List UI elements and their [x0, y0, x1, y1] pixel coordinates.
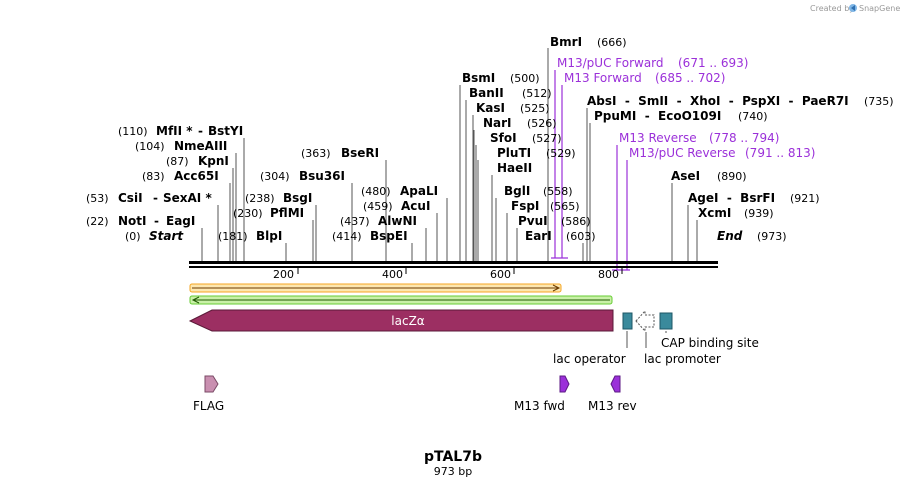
- primer-label-m13-puc-reverse[interactable]: M13/pUC Reverse (791 .. 813): [629, 146, 815, 160]
- site-label-absi-group[interactable]: AbsI - SmII - XhoI - PspXI - PaeR7I (735…: [587, 90, 894, 109]
- site-label-bsmi[interactable]: BsmI (500): [462, 67, 540, 86]
- site-label-acui[interactable]: (459) AcuI: [363, 195, 430, 214]
- lac-operator-feature[interactable]: [622, 312, 633, 330]
- lacz-label: lacZα: [391, 314, 425, 328]
- plasmid-title: pTAL7b: [424, 449, 482, 465]
- site-label-pluti[interactable]: PluTI (529): [497, 142, 576, 161]
- cap-binding-site-label: CAP binding site: [661, 336, 759, 350]
- site-label-sfoi[interactable]: SfoI (527): [490, 127, 562, 146]
- orf-reverse-green[interactable]: [189, 295, 613, 305]
- site-label-alwni[interactable]: (437) AlwNI: [340, 210, 417, 229]
- site-label-pflmi[interactable]: (230) PflMI: [233, 202, 304, 221]
- site-label-bseri[interactable]: (363) BseRI: [301, 142, 379, 161]
- lac-promoter-feature[interactable]: [635, 309, 655, 333]
- site-label-csii-sexai[interactable]: (53) CsiI - SexAI *: [86, 187, 212, 206]
- cut-site-lines: [201, 48, 698, 262]
- site-label-noti-eagi[interactable]: (22) NotI - EagI: [86, 210, 195, 229]
- site-label-end: End (973): [717, 225, 787, 244]
- site-label-bsu36i[interactable]: (304) Bsu36I: [260, 165, 345, 184]
- primer-label-m13-forward[interactable]: M13 Forward (685 .. 702): [564, 71, 725, 85]
- primer-binding-lines: [551, 70, 630, 271]
- scale-label-200: 200: [273, 268, 294, 281]
- site-label-bgli[interactable]: BglI (558): [504, 180, 573, 199]
- site-label-blpi[interactable]: (181) BlpI: [218, 225, 282, 244]
- m13-fwd-feature[interactable]: [559, 375, 570, 393]
- site-label-xcmi[interactable]: XcmI (939): [698, 202, 774, 221]
- lac-promoter-label: lac promoter: [644, 352, 721, 366]
- site-label-fspi[interactable]: FspI (565): [511, 195, 580, 214]
- site-label-nari[interactable]: NarI (526): [483, 112, 557, 131]
- site-label-ppumi-group[interactable]: PpuMI - EcoO109I (740): [594, 105, 768, 124]
- site-label-banii[interactable]: BanII (512): [469, 82, 552, 101]
- m13-fwd-label: M13 fwd: [514, 399, 565, 413]
- scale-ticks: [297, 268, 623, 274]
- brand-text: SnapGene: [859, 4, 900, 13]
- lacz-alpha-feature[interactable]: lacZα: [188, 309, 614, 332]
- site-label-eari[interactable]: EarI (603): [525, 225, 596, 244]
- site-label-kasi[interactable]: KasI (525): [476, 97, 550, 116]
- scale-label-800: 800: [598, 268, 619, 281]
- site-label-mfli-bstyi[interactable]: (110) MfII * - BstYI: [118, 120, 243, 139]
- site-label-nmeaiii[interactable]: (104) NmeAIII: [135, 135, 227, 154]
- site-label-acc65i[interactable]: (83) Acc65I: [142, 165, 219, 184]
- site-label-bmri[interactable]: BmrI (666): [550, 31, 627, 50]
- site-label-start: (0) Start: [125, 225, 184, 244]
- primer-label-m13-puc-forward[interactable]: M13/pUC Forward (671 .. 693): [557, 56, 748, 70]
- scale-label-400: 400: [382, 268, 403, 281]
- lac-operator-label: lac operator: [553, 352, 626, 366]
- flag-feature[interactable]: [204, 375, 219, 393]
- snapgene-logo-icon: [849, 4, 857, 12]
- site-label-agei-bsrfi[interactable]: AgeI - BsrFI (921): [688, 187, 820, 206]
- orf-forward-orange[interactable]: [189, 283, 562, 293]
- scale-label-600: 600: [490, 268, 511, 281]
- m13-rev-label: M13 rev: [588, 399, 637, 413]
- primer-label-m13-reverse[interactable]: M13 Reverse (778 .. 794): [619, 131, 779, 145]
- site-label-bsgi[interactable]: (238) BsgI: [245, 187, 312, 206]
- credit-text: Created by: [810, 4, 854, 13]
- sequence-backbone: [189, 261, 718, 268]
- site-label-apali[interactable]: (480) ApaLI: [361, 180, 438, 199]
- site-label-bspei[interactable]: (414) BspEI: [332, 225, 408, 244]
- site-label-kpni[interactable]: (87) KpnI: [166, 150, 229, 169]
- site-label-asei[interactable]: AseI (890): [671, 165, 747, 184]
- site-label-haeii[interactable]: HaeII: [497, 161, 532, 175]
- plasmid-length: 973 bp: [434, 465, 472, 478]
- cap-binding-site-feature[interactable]: [659, 312, 673, 330]
- m13-rev-feature[interactable]: [610, 375, 621, 393]
- site-label-pvui[interactable]: PvuI (586): [518, 210, 591, 229]
- flag-label: FLAG: [193, 399, 224, 413]
